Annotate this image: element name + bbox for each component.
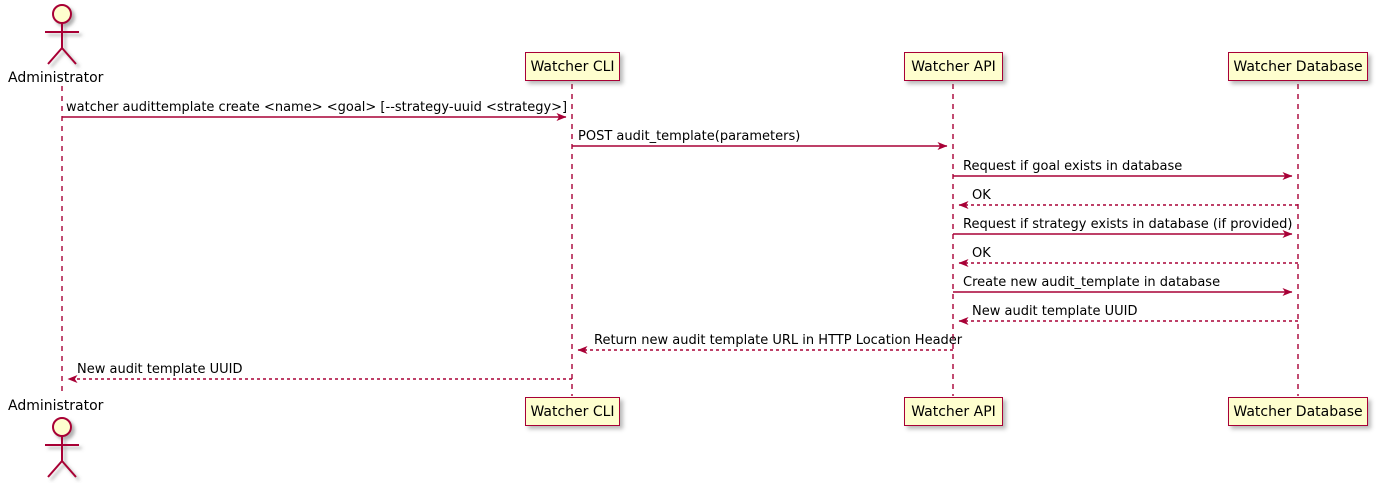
message-label-7-create-audit-template: Create new audit_template in database <box>963 275 1221 290</box>
participant-box-watcher-api-bottom[interactable]: Watcher API <box>904 397 1003 426</box>
participant-label-watcher-api-bottom: Watcher API <box>911 403 996 420</box>
participant-box-watcher-database-bottom[interactable]: Watcher Database <box>1228 397 1368 426</box>
lifelines <box>61 84 1299 396</box>
participant-label-watcher-api: Watcher API <box>911 58 996 75</box>
message-label-3-request-goal: Request if goal exists in database <box>963 159 1183 174</box>
actor-administrator-top <box>45 4 79 65</box>
participant-box-watcher-api-top[interactable]: Watcher API <box>904 52 1003 81</box>
participant-label-watcher-cli-bottom: Watcher CLI <box>530 403 615 420</box>
message-arrows <box>62 113 1298 383</box>
participant-box-watcher-database-top[interactable]: Watcher Database <box>1228 52 1368 81</box>
actor-label-administrator-bottom: Administrator <box>8 398 104 414</box>
participant-label-watcher-database: Watcher Database <box>1233 58 1363 75</box>
message-label-5-request-strategy: Request if strategy exists in database (… <box>963 217 1293 232</box>
message-label-4-ok-goal: OK <box>972 188 991 203</box>
participant-box-watcher-cli-top[interactable]: Watcher CLI <box>525 52 620 81</box>
participant-label-watcher-cli: Watcher CLI <box>530 58 615 75</box>
message-label-8-new-uuid-db: New audit template UUID <box>972 304 1138 319</box>
message-label-6-ok-strategy: OK <box>972 246 991 261</box>
participant-box-watcher-cli-bottom[interactable]: Watcher CLI <box>525 397 620 426</box>
message-label-9-return-location-header: Return new audit template URL in HTTP Lo… <box>594 333 963 348</box>
actor-label-administrator-top: Administrator <box>8 70 104 86</box>
message-label-1-cli-command: watcher audittemplate create <name> <goa… <box>66 100 568 115</box>
actor-administrator-bottom <box>45 417 79 478</box>
participant-label-watcher-database-bottom: Watcher Database <box>1233 403 1363 420</box>
message-label-10-new-uuid-admin: New audit template UUID <box>77 362 243 377</box>
message-label-2-post-audit-template: POST audit_template(parameters) <box>578 129 801 144</box>
